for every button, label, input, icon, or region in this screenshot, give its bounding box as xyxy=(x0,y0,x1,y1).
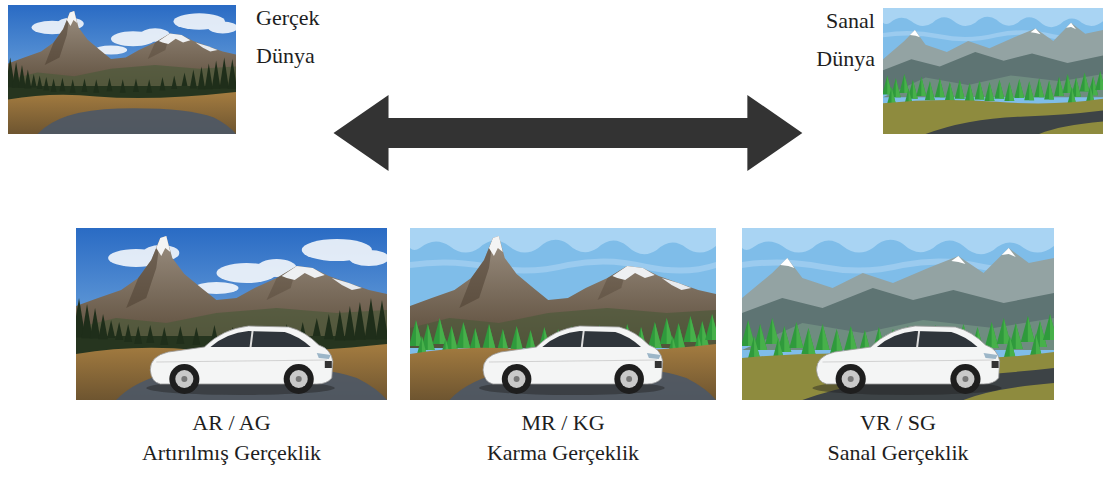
panel-subcaption: Sanal Gerçeklik xyxy=(827,438,968,468)
panel-caption: VR / SG xyxy=(827,408,968,438)
mixed-reality-picture xyxy=(409,228,719,400)
augmented-reality-picture xyxy=(73,228,389,400)
caption-group: MR / KGKarma Gerçeklik xyxy=(487,408,639,468)
picture-panel: Sanal Dünya xyxy=(816,8,1103,134)
picture-area xyxy=(883,8,1103,134)
picture-panel: VR / SGSanal Gerçeklik xyxy=(742,228,1054,468)
panel-caption: AR / AG xyxy=(142,408,321,438)
double-arrow xyxy=(334,95,803,171)
caption-group: Gerçek Dünya xyxy=(256,0,320,75)
caption-group: VR / SGSanal Gerçeklik xyxy=(827,408,968,468)
picture-area xyxy=(742,228,1054,400)
panel-subcaption: Karma Gerçeklik xyxy=(487,438,639,468)
panel-subcaption: Artırılmış Gerçeklik xyxy=(142,438,321,468)
picture-area xyxy=(410,228,716,400)
panel-caption: Sanal Dünya xyxy=(816,2,875,78)
picture-panel: AR / AGArtırılmış Gerçeklik xyxy=(76,228,387,468)
virtual-world-picture xyxy=(882,8,1105,134)
panel-caption: Gerçek Dünya xyxy=(256,0,320,75)
real-world-photo xyxy=(5,5,237,134)
caption-group: Sanal Dünya xyxy=(816,2,875,78)
picture-panel: Gerçek Dünya xyxy=(8,5,320,134)
caption-group: AR / AGArtırılmış Gerçeklik xyxy=(142,408,321,468)
picture-area xyxy=(76,228,387,400)
virtual-reality-picture xyxy=(741,228,1057,400)
panel-caption: MR / KG xyxy=(487,408,639,438)
picture-area xyxy=(8,5,236,134)
picture-panel: MR / KGKarma Gerçeklik xyxy=(410,228,716,468)
